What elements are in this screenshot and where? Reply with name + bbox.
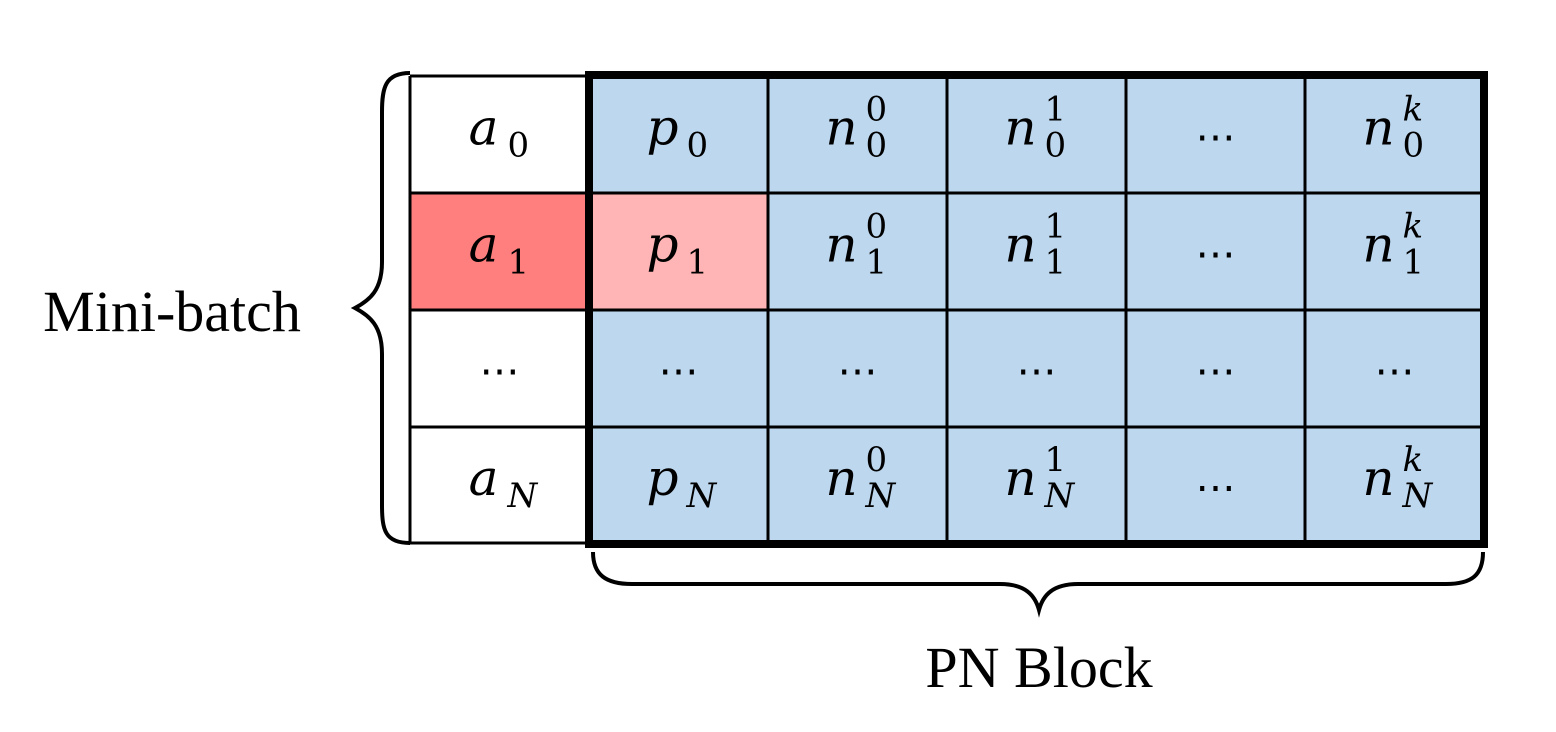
- pn-block-cell: [1305, 310, 1484, 427]
- pn-block-cell: [947, 427, 1126, 543]
- pn-cell-label-superscript: k: [1403, 90, 1424, 130]
- pn-cell-label-subscript: 0: [1403, 126, 1425, 166]
- pn-block-cell: [1126, 76, 1305, 193]
- pn-cell-label-subscript: 1: [687, 243, 709, 283]
- pn-block-cell: [947, 76, 1126, 193]
- pn-block-cell: [768, 193, 947, 310]
- pn-cell-label-symbol: p: [646, 449, 678, 507]
- pn-cell-label-symbol: n: [1362, 216, 1394, 274]
- pn-cell-label-ellipsis: …: [659, 339, 699, 385]
- pn-cell-label-superscript: 1: [1045, 90, 1067, 130]
- pn-cell-label-subscript: 0: [866, 126, 888, 166]
- pn-block-cell: [1126, 193, 1305, 310]
- pn-cell-label-symbol: p: [646, 99, 678, 157]
- pn-block-cell: [768, 310, 947, 427]
- pn-cell-label-ellipsis: …: [1375, 339, 1415, 385]
- pn-block-cell: [1305, 427, 1484, 543]
- pn-block-cell: [1305, 193, 1484, 310]
- pn-cell-label-ellipsis: …: [1017, 339, 1057, 385]
- pn-cell-label-superscript: 0: [866, 440, 888, 480]
- anchor-cell: [410, 76, 589, 193]
- anchor-label-symbol: a: [469, 216, 499, 274]
- mini-batch-label: Mini-batch: [43, 279, 301, 344]
- pn-block-cell: [1126, 427, 1305, 543]
- pn-cell-label-subscript: 1: [1403, 243, 1425, 283]
- pn-block-cell: [947, 193, 1126, 310]
- pn-cell-label-symbol: n: [1362, 449, 1394, 507]
- grid-lines: [408, 71, 1488, 548]
- anchor-cell: [410, 310, 589, 427]
- pn-cell-label-symbol: n: [825, 216, 857, 274]
- anchor-cell: [410, 427, 589, 543]
- pn-cell-label-subscript: N: [1044, 476, 1076, 516]
- pn-cell-label-superscript: 1: [1045, 440, 1067, 480]
- anchor-cell: [410, 193, 589, 310]
- pn-cell-label-symbol: n: [825, 449, 857, 507]
- anchor-label-symbol: a: [469, 449, 499, 507]
- pn-cell-label-ellipsis: …: [1196, 222, 1236, 268]
- pn-cell-label-symbol: n: [1004, 449, 1036, 507]
- pn-cell-label-subscript: N: [1402, 476, 1434, 516]
- pn-cell-label-superscript: k: [1403, 207, 1424, 247]
- pn-cell-label-ellipsis: …: [1196, 105, 1236, 151]
- pn-cell-label-symbol: p: [646, 216, 678, 274]
- pn-cell-label-superscript: k: [1403, 440, 1424, 480]
- anchor-label-ellipsis: …: [480, 339, 520, 385]
- pn-block-brace: [591, 551, 1485, 618]
- pn-block-cell: [768, 76, 947, 193]
- pn-cell-label-symbol: n: [1004, 99, 1036, 157]
- pn-cell-label-ellipsis: …: [838, 339, 878, 385]
- pn-cell-label-subscript: N: [686, 476, 718, 516]
- pn-block-cell: [589, 76, 768, 193]
- pn-block-cell: [947, 310, 1126, 427]
- pn-cell-label-subscript: N: [865, 476, 897, 516]
- pn-cell-label-subscript: 1: [866, 243, 888, 283]
- pn-block-cell: [589, 427, 768, 543]
- pn-cell-label-ellipsis: …: [1196, 455, 1236, 501]
- pn-block-label: PN Block: [925, 635, 1152, 700]
- pn-cell-label-superscript: 1: [1045, 207, 1067, 247]
- pn-block-cell: [589, 193, 768, 310]
- pn-block-cell: [1305, 76, 1484, 193]
- pn-block-outline: [585, 71, 1488, 548]
- pn-cell-label-symbol: n: [825, 99, 857, 157]
- anchor-label-symbol: a: [469, 99, 499, 157]
- cells-layer: [410, 76, 1484, 543]
- pn-cell-label-ellipsis: …: [1196, 339, 1236, 385]
- anchor-label-subscript: 1: [508, 243, 530, 283]
- pn-block-cell: [1126, 310, 1305, 427]
- pn-cell-label-subscript: 0: [687, 126, 709, 166]
- pn-block-cell: [589, 310, 768, 427]
- pn-cell-label-superscript: 0: [866, 207, 888, 247]
- mini-batch-brace: [350, 71, 411, 545]
- anchor-label-subscript: N: [507, 476, 539, 516]
- pn-cell-label-symbol: n: [1004, 216, 1036, 274]
- pn-cell-label-symbol: n: [1362, 99, 1394, 157]
- pn-cell-label-subscript: 0: [1045, 126, 1067, 166]
- anchor-label-subscript: 0: [508, 126, 530, 166]
- pn-cell-label-superscript: 0: [866, 90, 888, 130]
- pn-block-cell: [768, 427, 947, 543]
- pn-cell-label-subscript: 1: [1045, 243, 1067, 283]
